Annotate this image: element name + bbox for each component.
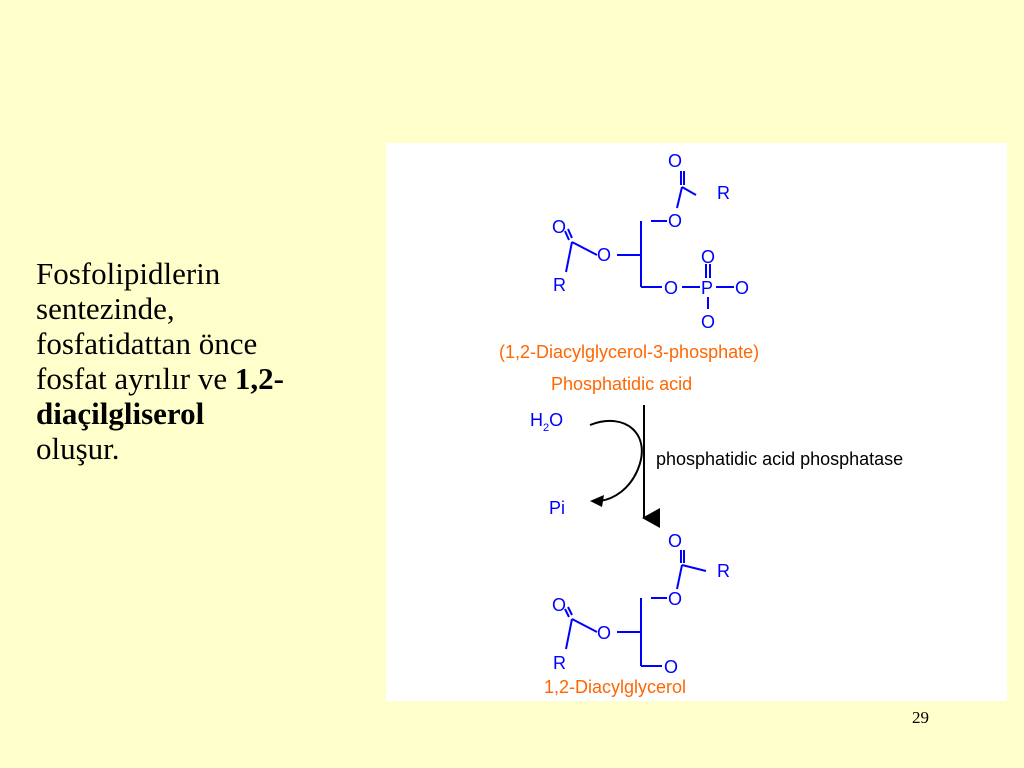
atom-o: O (597, 245, 611, 265)
water-label: H2O (530, 410, 563, 434)
diacylglycerol-structure (564, 550, 707, 667)
text-line-3: fosfatidattan önce (36, 326, 258, 361)
page-number: 29 (912, 708, 929, 727)
atom-o: O (668, 211, 682, 231)
reaction-svg: O R O O O R O P O O O (1,2-Diacylglycero… (499, 151, 903, 697)
atom-o: O (735, 278, 749, 298)
text-line-2: sentezinde, (36, 291, 175, 326)
phosphatidic-acid-atoms: O R O O O R O P O O O (552, 151, 749, 332)
atom-o: O (701, 312, 715, 332)
text-line-1: Fosfolipidlerin (36, 256, 221, 291)
enzyme-label: phosphatidic acid phosphatase (656, 449, 903, 469)
curved-arrow (589, 419, 643, 502)
atom-r: R (553, 653, 566, 673)
atom-p: P (701, 278, 713, 298)
water-h: H (530, 410, 543, 430)
water-o: O (549, 410, 563, 430)
atom-o: O (664, 657, 678, 677)
atom-o: O (668, 531, 682, 551)
text-line-4: fosfat ayrılır ve (36, 361, 235, 396)
text-bold-1: 1,2- (234, 361, 284, 396)
water-subscript: 2 (543, 422, 549, 434)
atom-o: O (552, 595, 566, 615)
atom-r: R (717, 183, 730, 203)
diacylglycerol-atoms: O R O O O R O (552, 531, 730, 677)
atom-o: O (664, 278, 678, 298)
slide-body-text: Fosfolipidlerin sentezinde, fosfatidatta… (36, 256, 376, 466)
top-molecule-name: (1,2-Diacylglycerol-3-phosphate) (499, 342, 759, 362)
atom-r: R (717, 561, 730, 581)
atom-o: O (552, 217, 566, 237)
atom-o: O (597, 623, 611, 643)
text-line-end: oluşur. (36, 431, 120, 466)
atom-o: O (668, 589, 682, 609)
top-molecule-common-name: Phosphatidic acid (551, 374, 692, 394)
curved-arrow-head (590, 495, 604, 507)
pi-label: Pi (549, 498, 565, 518)
bottom-molecule-name: 1,2-Diacylglycerol (544, 677, 686, 697)
atom-r: R (553, 275, 566, 295)
atom-o: O (668, 151, 682, 171)
text-bold-2: diaçilgliserol (36, 396, 205, 431)
atom-o: O (701, 247, 715, 267)
reaction-diagram: O R O O O R O P O O O (1,2-Diacylglycero… (386, 143, 1007, 701)
phosphatidic-acid-structure (564, 171, 734, 309)
